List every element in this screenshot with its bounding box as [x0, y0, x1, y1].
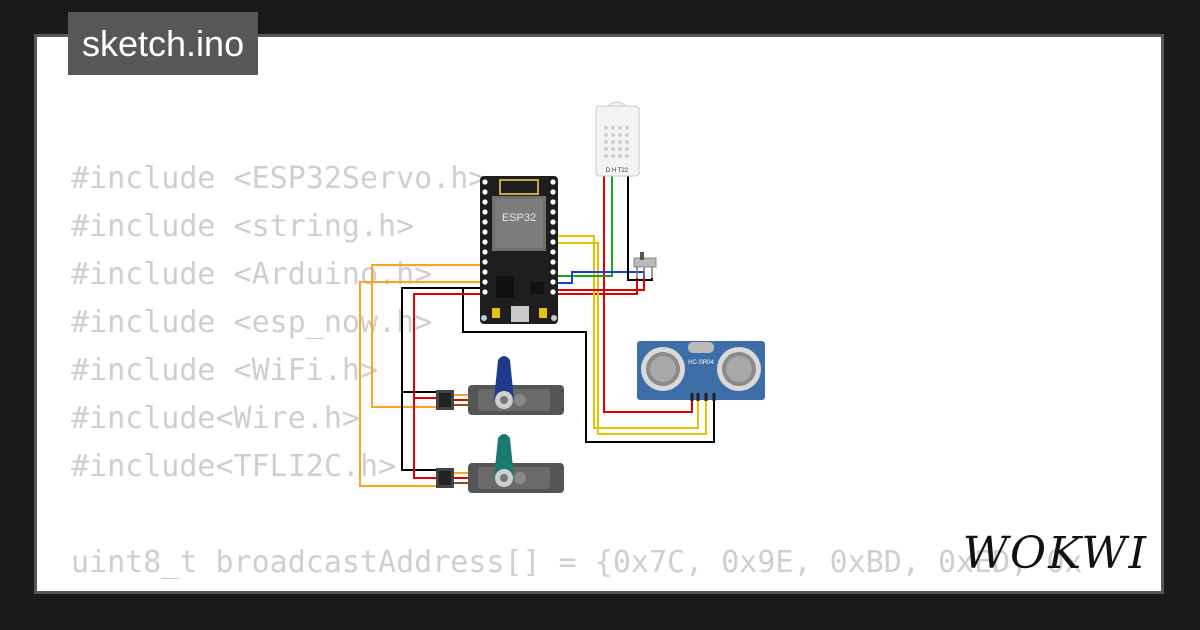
- wokwi-logo: WOKWI: [962, 528, 1148, 579]
- code-line: #include <esp_now.h>: [71, 305, 433, 340]
- servo-motor-1[interactable]: [436, 356, 564, 415]
- code-line: #include<Wire.h>: [71, 401, 360, 436]
- wire-green-dht: [556, 175, 613, 277]
- wire-blue-switch: [556, 271, 645, 284]
- servo-motor-2[interactable]: [436, 434, 564, 493]
- wire-black-ultrasonic: [462, 287, 715, 443]
- wire-black-dht: [627, 175, 653, 281]
- code-background: #include <ESP32Servo.h> #include <string.…: [71, 155, 1082, 587]
- sketch-title-tab: sketch.ino: [68, 12, 259, 75]
- code-line: #include <WiFi.h>: [71, 353, 379, 388]
- wire-black-servo1: [401, 287, 480, 393]
- esp32-label: ESP32: [502, 212, 536, 224]
- wire-orange-servo1: [371, 264, 480, 408]
- slide-switch[interactable]: [633, 252, 657, 278]
- wire-black-servo2: [401, 392, 450, 471]
- esp32-board[interactable]: ESP32: [480, 176, 558, 324]
- wire-red-ultrasonic: [603, 175, 693, 413]
- code-line: #include<TFLI2C.h>: [71, 449, 397, 484]
- code-line: #include <ESP32Servo.h>: [71, 161, 487, 196]
- wire-yellow-2: [556, 242, 707, 435]
- ultrasonic-label: HC-SR04: [688, 360, 714, 366]
- code-line: uint8_t broadcastAddress[] = {0x7C, 0x9E…: [71, 545, 1083, 580]
- code-line: #include <string.h>: [71, 209, 415, 244]
- ultrasonic-sensor[interactable]: HC-SR04: [637, 341, 765, 401]
- wire-red-dht: [556, 278, 638, 295]
- wire-red-servo1: [413, 293, 480, 399]
- wire-orange-servo2: [359, 281, 480, 487]
- dht22-sensor[interactable]: D H T22: [595, 101, 640, 177]
- dht22-label: D H T22: [606, 168, 629, 174]
- wires: [359, 175, 715, 487]
- wire-red-switch: [556, 278, 645, 291]
- code-line: #include <Arduino.h>: [71, 257, 433, 292]
- wire-yellow-1: [556, 235, 699, 429]
